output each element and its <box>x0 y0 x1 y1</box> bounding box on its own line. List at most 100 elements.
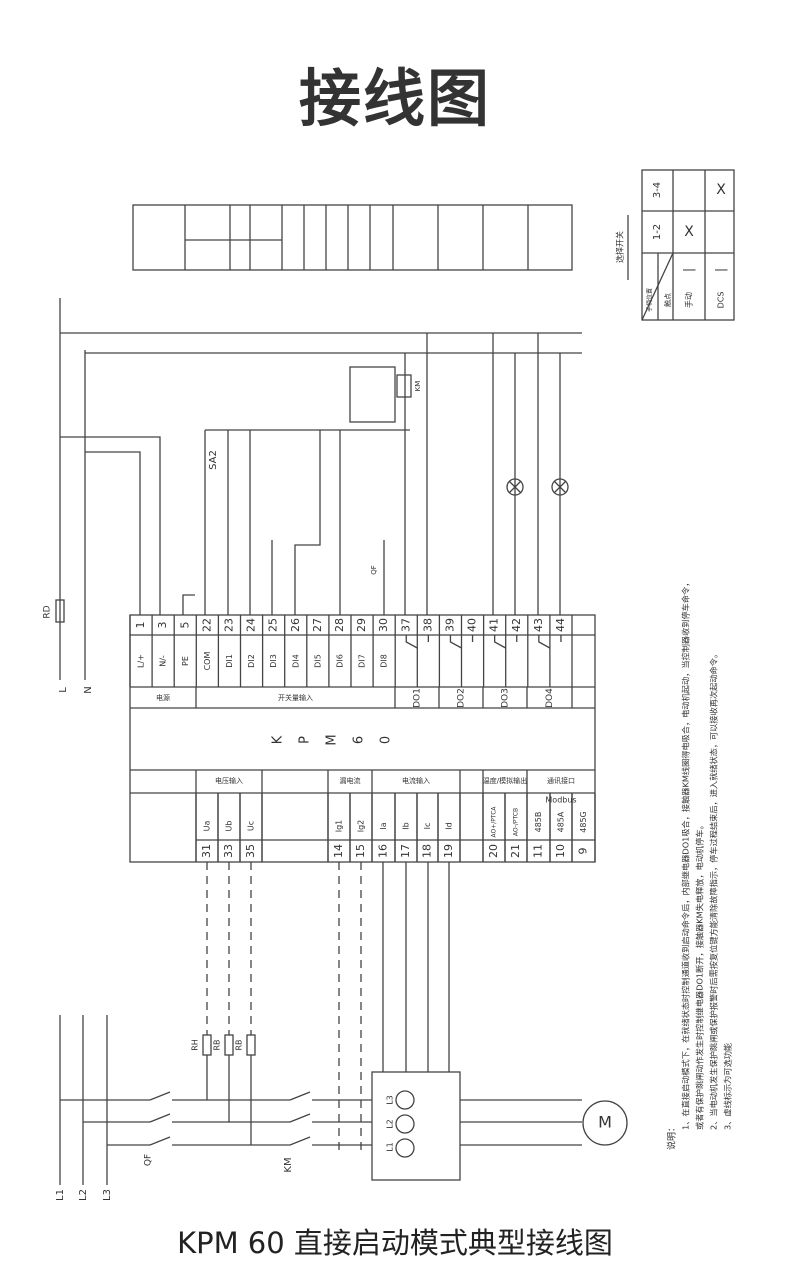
terminal-number: 33 <box>222 844 235 858</box>
device-model-letter: P <box>298 736 313 744</box>
terminal-name: Ib <box>402 822 411 829</box>
switch-table-header: 3-4 <box>652 182 663 198</box>
terminal-number: 21 <box>509 844 522 858</box>
terminal-number: 11 <box>532 844 545 858</box>
notes-heading: 说明： <box>666 1123 678 1150</box>
device-model-letter: K <box>271 735 286 744</box>
switch-table-title: 选择开关 <box>615 231 625 263</box>
fuse-label: RD <box>43 605 53 618</box>
qf-aux-contact-label: QF <box>370 565 378 575</box>
terminal-number: 41 <box>488 618 501 632</box>
terminal-name: AO+/PTCA <box>491 806 498 838</box>
terminal-group-label: 电流输入 <box>402 776 430 785</box>
control-power-wiring <box>55 298 582 680</box>
switch-contact-mark: X <box>716 182 726 198</box>
terminal-number: 19 <box>442 844 455 858</box>
terminal-group-label: 电源 <box>156 693 170 702</box>
terminal-name: Ic <box>423 823 432 830</box>
terminal-group-label: 温度/模拟输出 <box>483 776 527 785</box>
note-item: 2、当电动机发生保护跳闸或保护报警时后需按复位键方能清除故障指示，停车过程结束后… <box>709 650 719 1130</box>
modbus-label: Modbus <box>545 796 576 805</box>
terminal-group-label: 漏电流 <box>340 776 361 785</box>
terminal-number: 18 <box>421 844 434 858</box>
ct-label: L2 <box>386 1119 395 1129</box>
terminal-name: N/- <box>159 655 168 667</box>
terminal-name: DI6 <box>335 654 344 668</box>
terminal-name: 485B <box>534 812 543 833</box>
terminal-number: 44 <box>554 618 567 632</box>
terminal-number: 16 <box>377 844 390 858</box>
terminal-number: 29 <box>355 618 368 632</box>
terminal-number: 27 <box>311 618 324 632</box>
switch-table-corner: 手柄位置 <box>646 288 654 312</box>
function-label-strip <box>132 204 573 271</box>
terminal-number: 37 <box>399 618 412 632</box>
terminal-number: 39 <box>443 618 456 632</box>
fuse-icon <box>55 599 65 623</box>
terminal-name: DI2 <box>247 654 256 668</box>
indicator-lamp-icon <box>551 478 569 496</box>
fuse-label: RB <box>235 1039 244 1050</box>
terminal-number: 35 <box>244 844 257 858</box>
switch-position-mark: | <box>714 268 728 272</box>
device-model-letter: M <box>325 734 340 745</box>
terminal-number: 42 <box>510 618 523 632</box>
note-item: 或者有保护跳闸动作发生时控制继电器DO1断开，接触器KM失电释放，电动机停车。 <box>695 821 705 1130</box>
terminal-number: 15 <box>354 844 367 858</box>
terminal-name: DI8 <box>380 654 389 668</box>
terminal-name: DI3 <box>269 654 278 668</box>
terminal-number: 26 <box>289 618 302 632</box>
terminal-number: 23 <box>222 618 235 632</box>
current-transformer-box <box>371 1071 461 1181</box>
terminal-number: 14 <box>332 844 345 858</box>
page-title: 接线图 <box>298 62 491 135</box>
note-item: 1、在直接启动模式下，在就绪状态时控制通道收到启动命令后，内部继电器DO1吸合，… <box>681 579 691 1130</box>
terminal-group-label: DO2 <box>457 688 467 708</box>
terminal-number: 24 <box>245 618 258 632</box>
indicator-lamp-icon <box>506 478 524 496</box>
terminal-group-label: 通讯接口 <box>547 776 575 785</box>
terminal-number: 1 <box>134 622 147 629</box>
terminal-number: 22 <box>200 618 213 632</box>
terminal-number: 5 <box>178 622 191 629</box>
terminal-name: 485A <box>557 811 566 832</box>
selector-switch-label: SA2 <box>208 450 219 470</box>
terminal-name: PE <box>181 656 190 666</box>
terminal-name: DI7 <box>358 654 367 668</box>
terminal-number: 43 <box>532 618 545 632</box>
ct-label: L3 <box>386 1095 395 1105</box>
switch-table-row-label: DCS <box>717 292 726 309</box>
terminal-name: 485G <box>579 811 588 832</box>
switch-contact-mark: X <box>684 224 694 240</box>
ct-label: L1 <box>386 1142 395 1152</box>
terminal-number: 3 <box>156 622 169 629</box>
terminal-group-label: 电压输入 <box>215 776 243 785</box>
terminal-name: Id <box>445 822 454 829</box>
measurement-wiring <box>59 862 628 1185</box>
terminal-number: 30 <box>377 618 390 632</box>
switch-table-header: 1-2 <box>652 224 663 240</box>
fuse-label: RH <box>191 1039 200 1051</box>
device-model-letter: 0 <box>379 736 394 744</box>
terminal-number: 9 <box>577 848 590 855</box>
terminal-name: L/+ <box>137 654 146 668</box>
terminal-group-label: DO1 <box>413 688 423 708</box>
terminal-number: 40 <box>466 618 479 632</box>
terminal-name: AO-/PTCB <box>513 808 520 836</box>
note-item: 3、虚线标示为可选功能 <box>723 1043 733 1130</box>
line-label-l: L <box>58 687 69 693</box>
terminal-number: 20 <box>487 844 500 858</box>
terminal-number: 38 <box>421 618 434 632</box>
terminal-number: 31 <box>200 844 213 858</box>
switch-table-row-label: 手动 <box>684 292 694 308</box>
device-model-letter: 6 <box>352 736 367 744</box>
terminal-name: Ub <box>225 821 234 832</box>
motor-icon <box>582 1100 628 1146</box>
fuse-label: RB <box>213 1039 222 1050</box>
terminal-name: DI5 <box>313 654 322 668</box>
terminal-name: Uc <box>247 821 256 831</box>
terminal-number: 17 <box>399 844 412 858</box>
line-label-n: N <box>83 686 94 693</box>
switch-position-mark: | <box>682 268 696 272</box>
